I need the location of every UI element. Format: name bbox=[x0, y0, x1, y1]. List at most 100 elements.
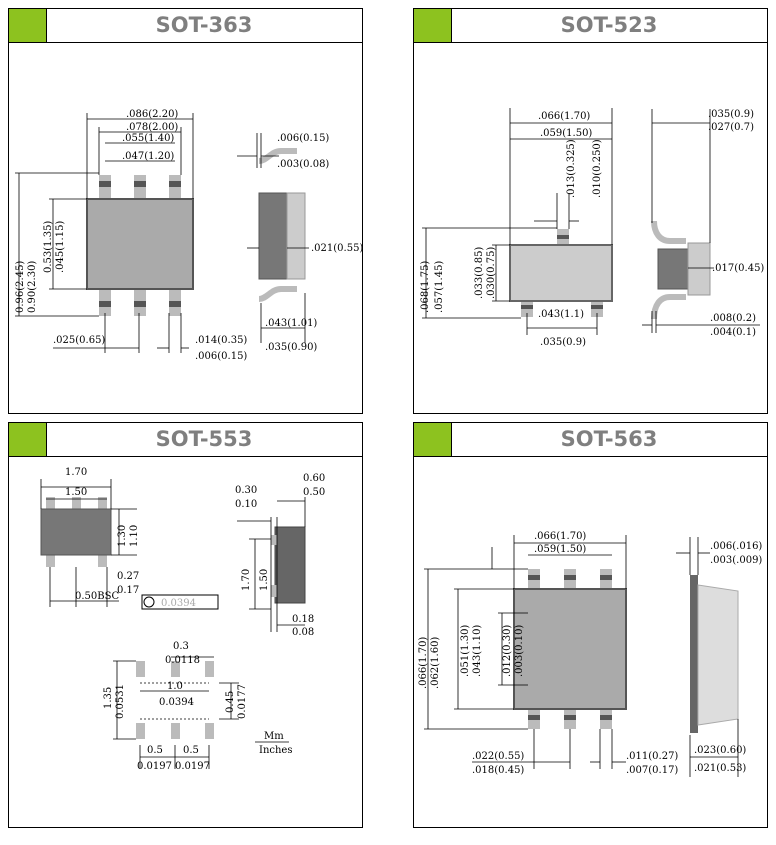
dim-label: .004(0.1) bbox=[710, 327, 756, 338]
dim-label: .043(1.01) bbox=[265, 318, 317, 329]
dim-label: .003(0.08) bbox=[277, 159, 329, 170]
dim-label: 0.0177 bbox=[237, 684, 248, 719]
dim-label: 1.50 bbox=[65, 487, 87, 498]
header-accent bbox=[9, 9, 47, 42]
dim-label: .043(1.1) bbox=[538, 309, 584, 320]
panel-sot-553: SOT-553 0.0394 bbox=[8, 422, 363, 828]
dim-label: .008(0.2) bbox=[710, 313, 756, 324]
dim-label: .025(0.65) bbox=[53, 335, 105, 346]
dim-label: 0.17 bbox=[117, 585, 139, 596]
dim-label: .035(0.9) bbox=[708, 109, 754, 120]
lead bbox=[98, 555, 107, 567]
dim-label: .003(0.10) bbox=[514, 625, 525, 677]
dim-label: .021(0.53) bbox=[694, 763, 746, 774]
side-lead bbox=[690, 575, 698, 733]
side-body bbox=[274, 526, 306, 604]
dim-label: .086(2.20) bbox=[126, 109, 178, 120]
dim-label: 0.96(2.45) bbox=[15, 261, 26, 313]
header-accent bbox=[414, 423, 452, 456]
dim-label: .043(1.10) bbox=[472, 625, 483, 677]
dim-label: .006(0.15) bbox=[195, 351, 247, 362]
end-view bbox=[141, 594, 219, 610]
dim-label: .051(1.30) bbox=[460, 625, 471, 677]
dim-label: 1.50 bbox=[259, 569, 270, 591]
lead bbox=[134, 175, 146, 201]
dim-label: 0.60 bbox=[303, 473, 325, 484]
lead bbox=[46, 497, 55, 509]
panel-title: SOT-563 bbox=[560, 427, 658, 451]
package-body bbox=[513, 588, 627, 710]
side-body bbox=[258, 192, 288, 280]
dim-label: .068(1.75) bbox=[420, 261, 431, 313]
dim-label: .022(0.55) bbox=[472, 751, 524, 762]
panel-title: SOT-523 bbox=[560, 13, 658, 37]
dim-label: .078(2.00) bbox=[126, 122, 178, 133]
lead bbox=[98, 497, 107, 509]
sot-553-drawing: 0.0394 1.70 1.50 1. bbox=[40, 467, 325, 772]
panel-sot-523: SOT-523 .066(1.70) .059(1.5 bbox=[413, 8, 768, 414]
dim-label: 1.0 bbox=[167, 681, 183, 692]
header-accent bbox=[9, 423, 47, 456]
lead bbox=[99, 175, 111, 201]
dim-label: .006(0.15) bbox=[277, 133, 329, 144]
panel-header: SOT-523 bbox=[414, 9, 767, 43]
lead bbox=[46, 555, 55, 567]
dim-label: 0.08 bbox=[292, 627, 314, 638]
dim-label: 0.53(1.35) bbox=[43, 221, 54, 273]
dim-label: 1.10 bbox=[129, 525, 140, 547]
dim-label: 0.0394 bbox=[159, 697, 194, 708]
dim-label: .006(.016) bbox=[710, 541, 762, 552]
dim-label: .003(.009) bbox=[710, 555, 762, 566]
panel-sot-363: SOT-363 bbox=[8, 8, 363, 414]
unit-inches-label: Inches bbox=[259, 745, 292, 756]
dim-label: .007(0.17) bbox=[626, 765, 678, 776]
side-body bbox=[657, 248, 689, 290]
dim-label: .012(0.30) bbox=[502, 625, 513, 677]
dim-label: .017(0.45) bbox=[712, 263, 764, 274]
lead bbox=[72, 497, 81, 509]
dim-label: 0.90(2.30) bbox=[27, 261, 38, 313]
package-body bbox=[40, 508, 112, 556]
dim-label: .014(0.35) bbox=[195, 335, 247, 346]
sot-523-drawing: .066(1.70) .059(1.50) .013(0.325) .010(0… bbox=[420, 108, 764, 348]
dim-label: 1.30 bbox=[117, 525, 128, 547]
dim-label: .059(1.50) bbox=[540, 128, 592, 139]
dim-label: .035(0.9) bbox=[540, 337, 586, 348]
dim-label: 0.5 bbox=[183, 745, 199, 756]
dim-label: .057(1.45) bbox=[434, 261, 445, 313]
end-view-mark: 0.0394 bbox=[161, 598, 196, 609]
package-body bbox=[86, 198, 194, 290]
dim-label: .066(1.70) bbox=[534, 531, 586, 542]
dim-label: .062(1.60) bbox=[430, 637, 441, 689]
dim-label: .027(0.7) bbox=[708, 122, 754, 133]
dim-label: .030(0.75) bbox=[486, 247, 497, 299]
dim-label: .011(0.27) bbox=[626, 751, 678, 762]
dim-label: .035(0.90) bbox=[265, 342, 317, 353]
dim-label: 0.0531 bbox=[115, 684, 126, 719]
header-accent bbox=[414, 9, 452, 42]
panel-header: SOT-553 bbox=[9, 423, 362, 457]
dim-label: 1.35 bbox=[103, 687, 114, 709]
dim-label: 0.0197 bbox=[175, 761, 210, 772]
dim-label: 0.18 bbox=[292, 614, 314, 625]
dim-label: 0.5 bbox=[147, 745, 163, 756]
dim-label: .066(1.70) bbox=[538, 111, 590, 122]
dim-label: 1.70 bbox=[241, 569, 252, 591]
dim-label: 0.0197 bbox=[137, 761, 172, 772]
dim-label: .055(1.40) bbox=[122, 133, 174, 144]
sot-363-drawing: .086(2.20) .078(2.00) .055(1.40) .047(1.… bbox=[15, 109, 362, 362]
sot-563-drawing: .066(1.70) .059(1.50) .006(.016) .003(.0… bbox=[418, 531, 762, 777]
dim-label: .045(1.15) bbox=[55, 221, 66, 273]
dim-label: .033(0.85) bbox=[474, 247, 485, 299]
unit-mm-label: Mm bbox=[264, 731, 284, 742]
panel-sot-563: SOT-563 .066(1.70) bbox=[413, 422, 768, 828]
package-body bbox=[509, 244, 613, 302]
dim-label: 0.0118 bbox=[165, 655, 200, 666]
dim-label: 0.50BSC bbox=[75, 591, 119, 602]
dim-label: 0.10 bbox=[235, 499, 257, 510]
side-body bbox=[697, 584, 739, 726]
dim-label: 1.70 bbox=[65, 467, 87, 478]
dim-label: 0.50 bbox=[303, 487, 325, 498]
panel-title: SOT-363 bbox=[155, 13, 253, 37]
panel-header: SOT-563 bbox=[414, 423, 767, 457]
